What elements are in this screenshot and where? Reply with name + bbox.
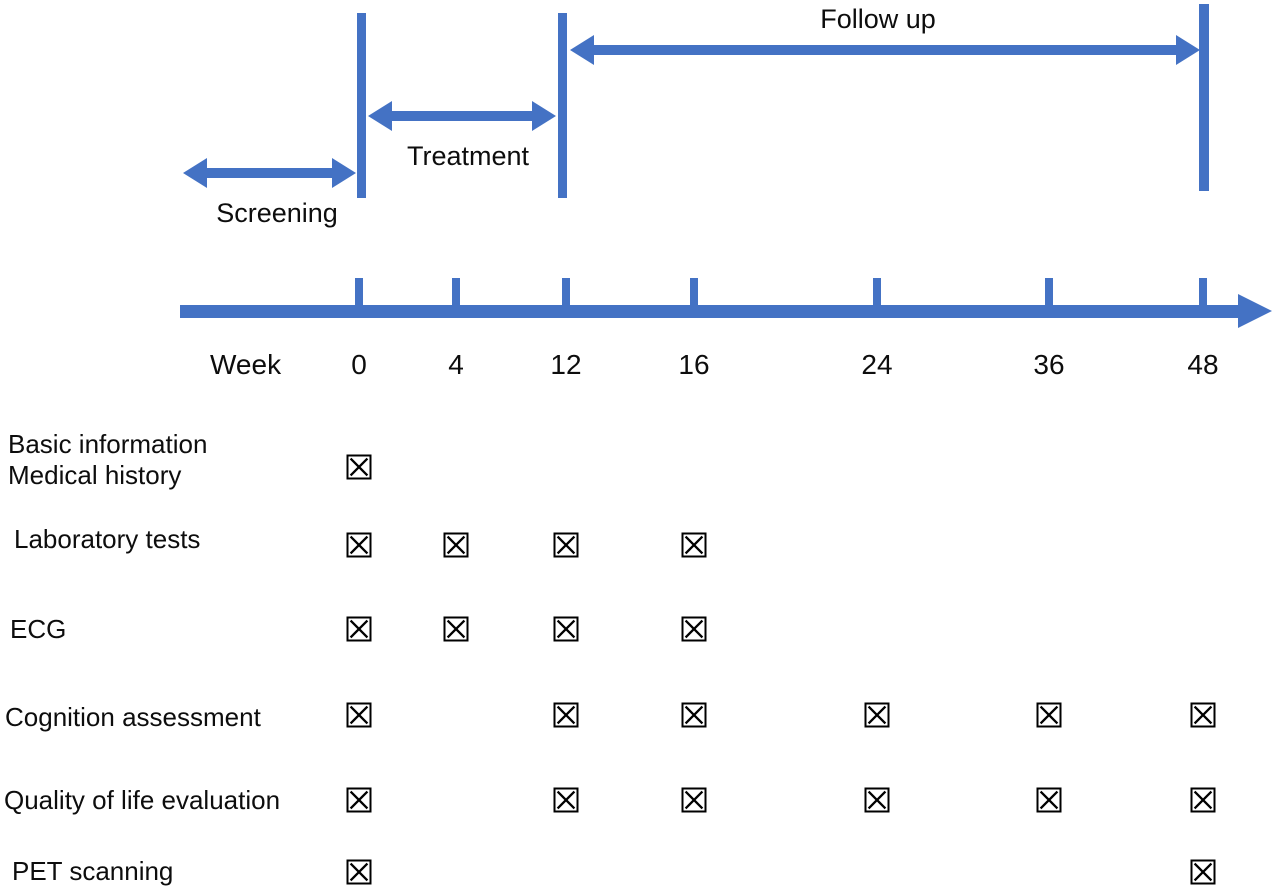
week-tick-16	[690, 278, 698, 308]
screening-phase-label: Screening	[216, 198, 338, 228]
week-tick-48	[1199, 278, 1207, 308]
checked-box-icon	[346, 532, 372, 558]
row-label: Laboratory tests	[14, 524, 200, 555]
checked-box-icon	[681, 532, 707, 558]
followup-phase-label: Follow up	[820, 4, 936, 34]
timeline-arrowhead-icon	[1238, 294, 1272, 328]
checked-box-icon	[346, 859, 372, 885]
week-tick-4	[452, 278, 460, 308]
week-label-16: 16	[678, 349, 710, 380]
checked-box-icon	[681, 787, 707, 813]
row-label-line: Laboratory tests	[14, 524, 201, 554]
milestone-bar-week0	[357, 13, 366, 198]
week-label-24: 24	[861, 349, 893, 380]
week-label-4: 4	[448, 349, 464, 380]
treatment-phase-label: Treatment	[406, 141, 530, 171]
row-label-line: Basic information	[8, 429, 208, 459]
week-label-0: 0	[351, 349, 367, 380]
row-label: Quality of life evaluation	[4, 785, 280, 816]
row-label: Cognition assessment	[5, 702, 261, 733]
checked-box-icon	[553, 616, 579, 642]
week-label-48: 48	[1187, 349, 1219, 380]
checked-box-icon	[346, 454, 372, 480]
checked-box-icon	[864, 787, 890, 813]
row-label-line: Cognition assessment	[5, 702, 261, 732]
treatment-phase-arrow	[368, 101, 556, 131]
checked-box-icon	[1190, 859, 1216, 885]
week-tick-12	[562, 278, 570, 308]
checked-box-icon	[553, 702, 579, 728]
milestone-bar-week48	[1199, 4, 1209, 191]
followup-phase-arrow	[570, 35, 1200, 65]
week-tick-36	[1045, 278, 1053, 308]
week-tick-0	[355, 278, 363, 308]
row-label-line: ECG	[10, 614, 67, 644]
row-label-line: Quality of life evaluation	[4, 785, 281, 815]
checked-box-icon	[681, 616, 707, 642]
checked-box-icon	[864, 702, 890, 728]
checked-box-icon	[681, 702, 707, 728]
week-tick-24	[873, 278, 881, 308]
row-label-line: Medical history	[8, 460, 182, 490]
week-label-12: 12	[550, 349, 582, 380]
milestone-bar-week12	[558, 13, 567, 198]
checked-box-icon	[1036, 787, 1062, 813]
checked-box-icon	[553, 787, 579, 813]
checked-box-icon	[346, 787, 372, 813]
checked-box-icon	[346, 616, 372, 642]
week-axis-title: Week	[210, 349, 282, 380]
row-label: ECG	[10, 614, 66, 645]
checked-box-icon	[1190, 787, 1216, 813]
row-label-line: PET scanning	[12, 856, 174, 886]
checked-box-icon	[443, 532, 469, 558]
checked-box-icon	[1036, 702, 1062, 728]
timeline-axis	[180, 305, 1238, 318]
week-label-36: 36	[1033, 349, 1065, 380]
row-label: PET scanning	[12, 856, 173, 887]
screening-phase-arrow	[183, 158, 356, 188]
checked-box-icon	[553, 532, 579, 558]
checked-box-icon	[346, 702, 372, 728]
checked-box-icon	[1190, 702, 1216, 728]
checked-box-icon	[443, 616, 469, 642]
